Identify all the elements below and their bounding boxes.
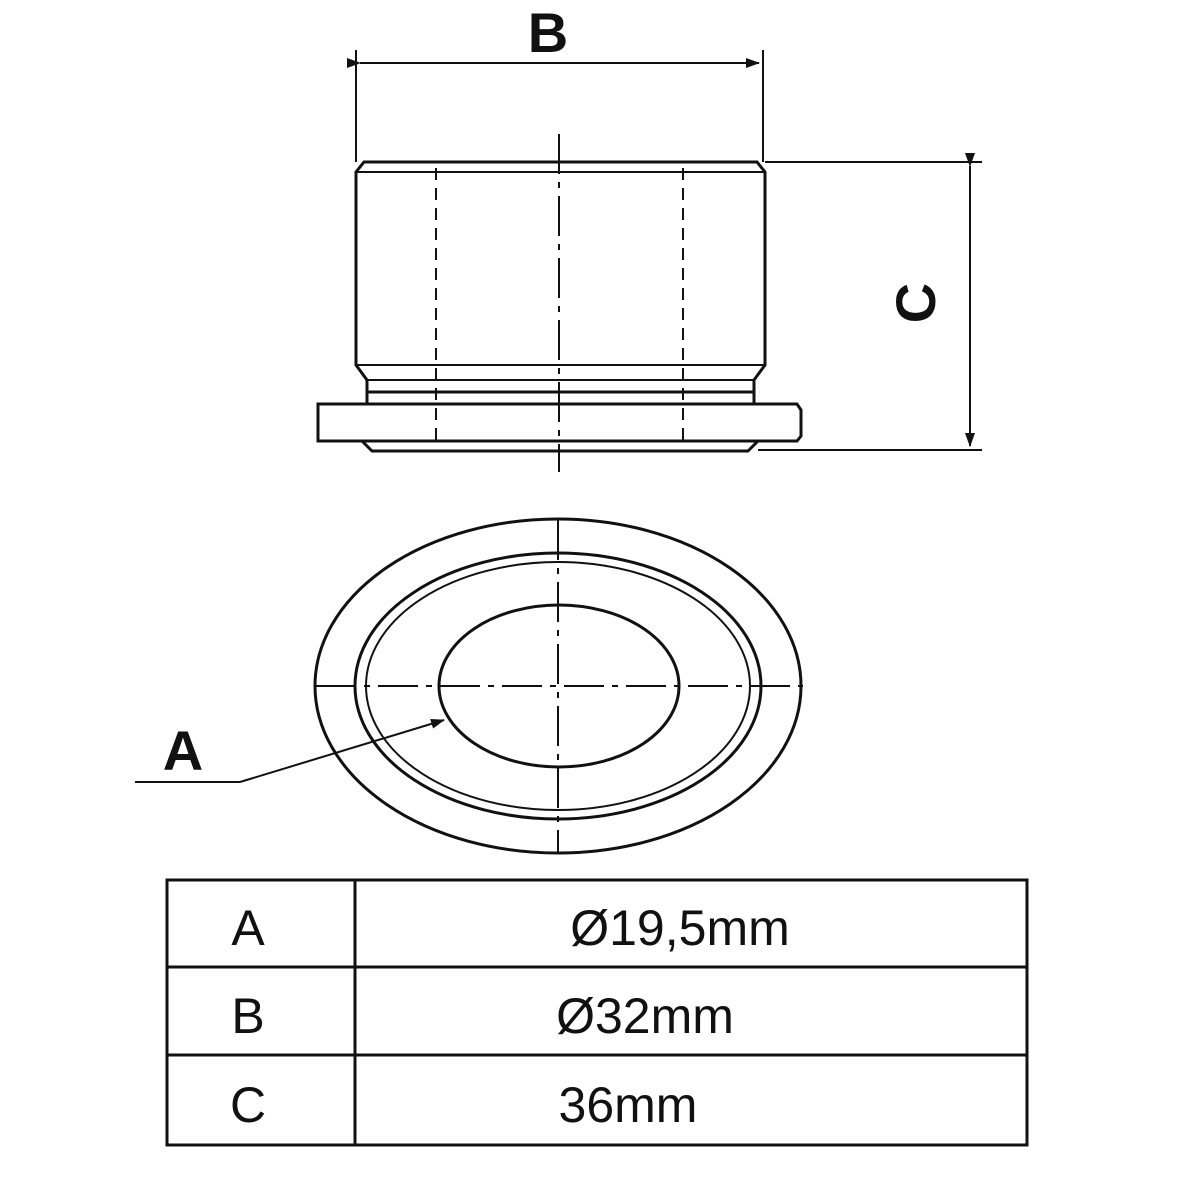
- dimension-b: B: [347, 1, 764, 162]
- dim-b-label: B: [528, 1, 568, 64]
- table-row-c-key: C: [230, 1077, 266, 1133]
- top-view: [313, 517, 803, 855]
- flange-outline: [316, 402, 803, 443]
- dim-c-label: C: [884, 283, 947, 323]
- dimension-table: A Ø19,5mm B Ø32mm C 36mm: [165, 878, 1029, 1147]
- table-row-a-key: A: [231, 900, 265, 956]
- table-row-b-key: B: [231, 988, 264, 1044]
- dim-a-label: A: [163, 719, 203, 782]
- table-row-b-value: Ø32mm: [556, 988, 734, 1044]
- dimension-a: A: [135, 718, 445, 783]
- dimension-c: C: [758, 153, 982, 451]
- table-row-a-value: Ø19,5mm: [570, 900, 790, 956]
- dim-a-leader: [239, 718, 445, 783]
- table-border: [165, 878, 1029, 1147]
- table-row-c-value: 36mm: [559, 1077, 698, 1133]
- side-view: [316, 134, 803, 472]
- body-outline: [354, 160, 767, 394]
